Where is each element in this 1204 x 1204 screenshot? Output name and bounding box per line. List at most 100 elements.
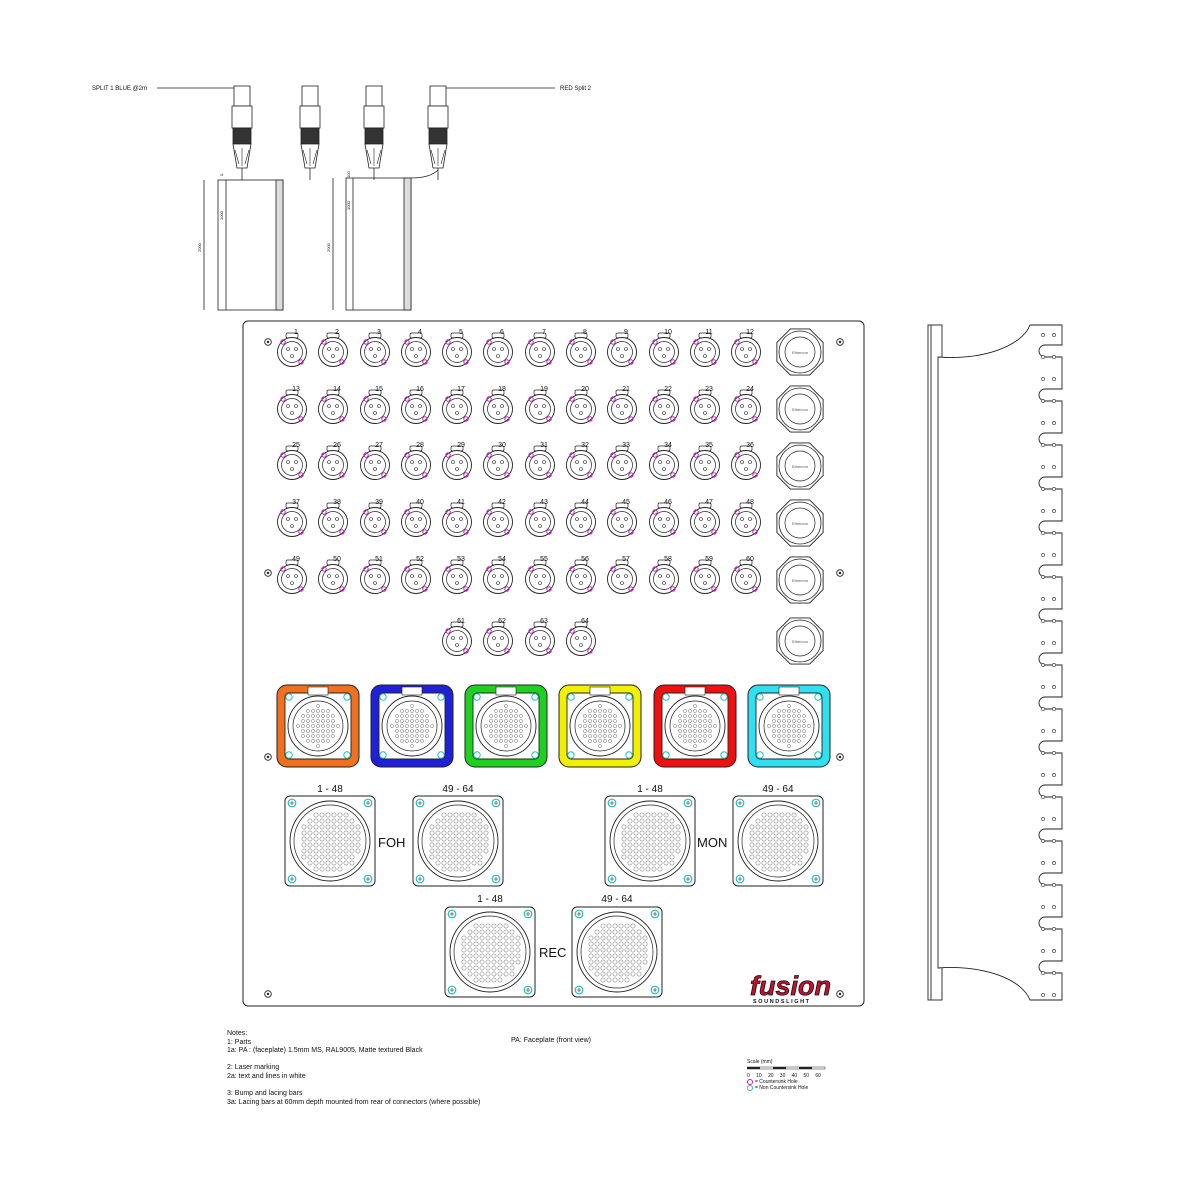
- xlr-number: 43: [540, 499, 548, 506]
- xlr-number: 38: [333, 499, 341, 506]
- xlr-socket: 59: [690, 556, 720, 594]
- xlr-socket: 22: [649, 386, 679, 424]
- xlr-number: 21: [622, 386, 630, 393]
- ethercon-label: Ethercon: [792, 407, 808, 412]
- xlr-number: 15: [375, 386, 383, 393]
- xlr-number: 32: [581, 442, 589, 449]
- ethercon-label: Ethercon: [792, 350, 808, 355]
- xlr-number: 37: [292, 499, 300, 506]
- multipin-socket: [370, 684, 454, 768]
- multipin-socket: [747, 684, 831, 768]
- xlr-number: 33: [622, 442, 630, 449]
- xlr-socket: 45: [607, 499, 637, 537]
- ethercon-socket: Ethercon: [776, 442, 824, 490]
- xlr-socket: 4: [401, 329, 431, 367]
- scale-tick-label: 0: [747, 1073, 750, 1079]
- scale-bar: [746, 1066, 826, 1070]
- xlr-socket: 38: [318, 499, 348, 537]
- dim-left-total-label: 2000: [197, 242, 202, 252]
- xlr-socket: 62: [483, 618, 513, 656]
- multipin-panel-socket: [284, 795, 376, 887]
- xlr-number: 41: [457, 499, 465, 506]
- xlr-number: 22: [664, 386, 672, 393]
- xlr-socket: 52: [401, 556, 431, 594]
- ethercon-label: Ethercon: [792, 578, 808, 583]
- xlr-number: 58: [664, 556, 672, 563]
- xlr-number: 44: [581, 499, 589, 506]
- cable-sleeve-left: [217, 179, 284, 311]
- legend-countersink: = Countersink Hole: [747, 1079, 831, 1085]
- xlr-socket: 6: [483, 329, 513, 367]
- foh-range-a: 1 - 48: [317, 784, 343, 795]
- xlr-socket: 43: [525, 499, 555, 537]
- xlr-number: 23: [705, 386, 713, 393]
- xlr-socket: 31: [525, 442, 555, 480]
- xlr-number: 14: [333, 386, 341, 393]
- xlr-number: 19: [540, 386, 548, 393]
- xlr-socket: 35: [690, 442, 720, 480]
- xlr-socket: 37: [277, 499, 307, 537]
- xlr-number: 27: [375, 442, 383, 449]
- notes-block: Notes: 1: Parts 1a: PA : (faceplate) 1.5…: [227, 1030, 480, 1107]
- xlr-socket: 33: [607, 442, 637, 480]
- multipin-panel-socket: [571, 906, 663, 998]
- xlr-socket: 28: [401, 442, 431, 480]
- xlr-socket: 10: [649, 329, 679, 367]
- scale-tick-label: 40: [791, 1073, 798, 1079]
- xlr-number: 30: [498, 442, 506, 449]
- rec-label: REC: [539, 945, 566, 960]
- xlr-socket: 27: [360, 442, 390, 480]
- xlr-socket: 54: [483, 556, 513, 594]
- multipin-socket: [464, 684, 548, 768]
- xlr-socket: 29: [442, 442, 472, 480]
- xlr-number: 54: [498, 556, 506, 563]
- ethercon-socket: Ethercon: [776, 328, 824, 376]
- xlr-socket: 42: [483, 499, 513, 537]
- xlr-number: 5: [459, 329, 463, 336]
- xlr-number: 61: [457, 618, 465, 625]
- xlr-number: 17: [457, 386, 465, 393]
- xlr-socket: 32: [566, 442, 596, 480]
- multipin-socket: [276, 684, 360, 768]
- xlr-socket: 8: [566, 329, 596, 367]
- xlr-number: 2: [335, 329, 339, 336]
- scale-tick-label: 60: [815, 1073, 821, 1079]
- xlr-socket: 11: [690, 329, 720, 367]
- xlr-socket: 19: [525, 386, 555, 424]
- dim-right-inner-label: 1000: [346, 200, 351, 210]
- notes-title: Notes:: [227, 1030, 248, 1037]
- xlr-number: 40: [416, 499, 424, 506]
- xlr-socket: 50: [318, 556, 348, 594]
- xlr-number: 64: [581, 618, 589, 625]
- xlr-socket: 56: [566, 556, 596, 594]
- ethercon-socket: Ethercon: [776, 617, 824, 665]
- drawing-caption: PA: Faceplate (front view): [511, 1037, 592, 1044]
- xlr-socket: 41: [442, 499, 472, 537]
- xlr-number: 63: [540, 618, 548, 625]
- xlr-number: 7: [542, 329, 546, 336]
- xlr-socket: 13: [277, 386, 307, 424]
- xlr-socket: 47: [690, 499, 720, 537]
- xlr-number: 12: [746, 329, 754, 336]
- multipin-panel-socket: [604, 795, 696, 887]
- xlr-socket: 46: [649, 499, 679, 537]
- xlr-number: 56: [581, 556, 589, 563]
- xlr-number: 20: [581, 386, 589, 393]
- dim-left-inner-label: 1000: [219, 210, 224, 220]
- xlr-socket: 18: [483, 386, 513, 424]
- xlr-number: 8: [583, 329, 587, 336]
- xlr-socket: 26: [318, 442, 348, 480]
- dim-left-top-label: 0: [219, 173, 224, 176]
- cable-bend-right: [410, 169, 439, 179]
- non-countersink-swatch: [747, 1085, 753, 1091]
- xlr-socket: 3: [360, 329, 390, 367]
- xlr-number: 62: [498, 618, 506, 625]
- foh-range-b: 49 - 64: [442, 784, 474, 795]
- xlr-socket: 12: [731, 329, 761, 367]
- xlr-socket: 55: [525, 556, 555, 594]
- xlr-socket: 51: [360, 556, 390, 594]
- xlr-socket: 14: [318, 386, 348, 424]
- xlr-cable-plug: [427, 85, 449, 180]
- multipin-row: [276, 684, 831, 768]
